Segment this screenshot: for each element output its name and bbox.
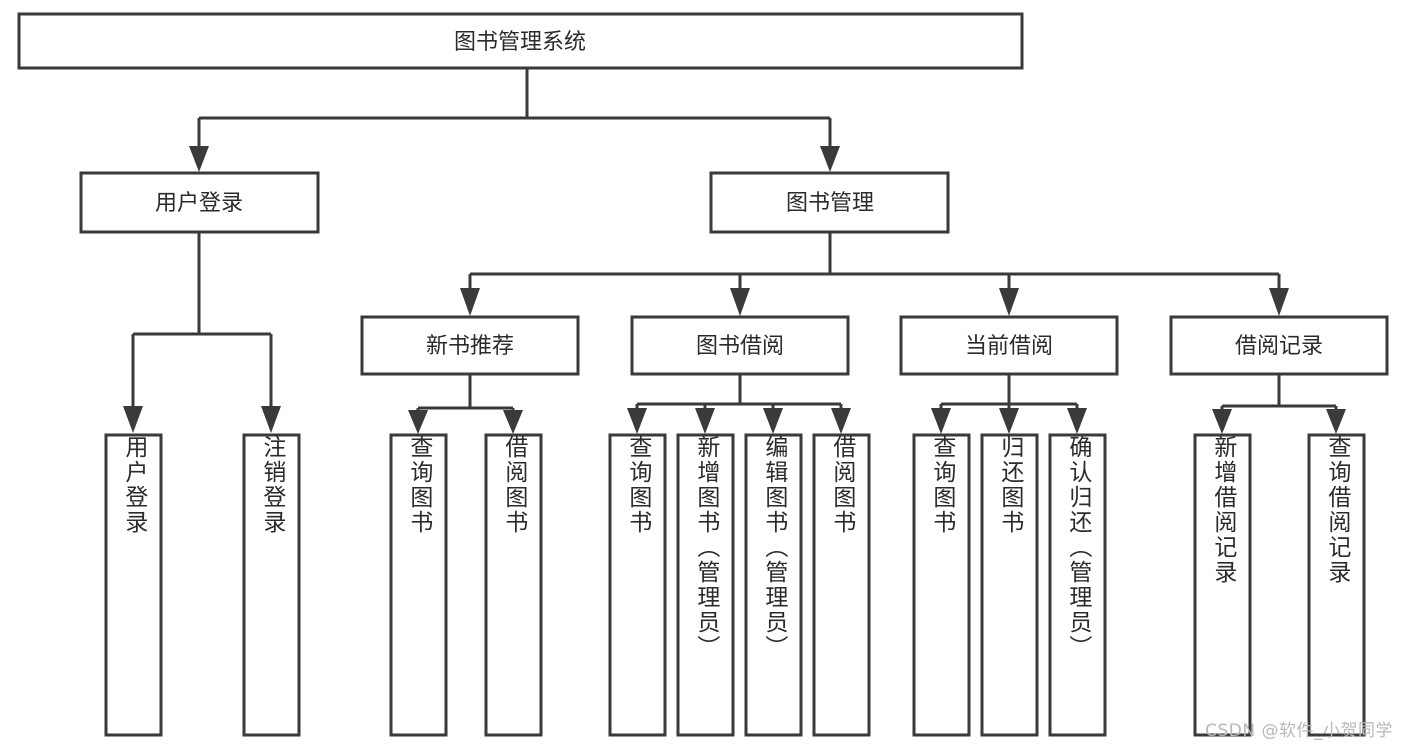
node-book-management-label: 图书管理 bbox=[786, 191, 874, 216]
node-new-book-recommend-box[interactable] bbox=[360, 315, 580, 376]
node-current-borrow-box[interactable] bbox=[899, 315, 1119, 376]
arrow-head-current-borrow bbox=[999, 288, 1019, 316]
arrow-head-borrow-record bbox=[1269, 288, 1289, 316]
leaf-box-borrow-book-nb[interactable] bbox=[484, 433, 543, 737]
node-user-login-label: 用户登录 bbox=[155, 191, 243, 216]
leaf-box-logout[interactable] bbox=[242, 433, 301, 737]
node-book-borrow-box[interactable] bbox=[630, 315, 850, 376]
arrow-head-leaf-add-record bbox=[1212, 409, 1232, 434]
leaf-box-confirm-return[interactable] bbox=[1048, 433, 1107, 737]
leaf-box-add-record[interactable] bbox=[1193, 433, 1252, 737]
leaf-box-borrow-book-bb[interactable] bbox=[812, 433, 871, 737]
arrow-head-new-book-recommend bbox=[460, 288, 480, 316]
leaf-box-edit-book[interactable] bbox=[744, 433, 803, 737]
arrow-head-book-borrow bbox=[730, 288, 750, 316]
arrow-head-leaf-query-record bbox=[1326, 409, 1346, 434]
arrow-head-leaf-logout bbox=[261, 406, 281, 433]
arrow-head-book-mgmt bbox=[820, 146, 840, 172]
arrow-head-leaf-return-book bbox=[999, 408, 1019, 434]
arrow-head-user-login bbox=[189, 146, 209, 172]
leaf-box-add-book[interactable] bbox=[676, 433, 735, 737]
node-borrow-record-box[interactable] bbox=[1169, 315, 1389, 376]
arrow-head-leaf-query-book-nb bbox=[408, 410, 428, 434]
leaf-box-query-record[interactable] bbox=[1307, 433, 1366, 737]
leaf-box-user-login[interactable] bbox=[104, 433, 163, 737]
node-root-label: 图书管理系统 bbox=[454, 30, 586, 55]
node-book-borrow-label: 图书借阅 bbox=[696, 334, 784, 359]
leaf-box-query-book-bb[interactable] bbox=[608, 433, 667, 737]
node-borrow-record-label: 借阅记录 bbox=[1235, 334, 1323, 359]
arrow-head-leaf-query-book-bb bbox=[627, 408, 647, 434]
node-book-management-box[interactable] bbox=[709, 171, 950, 234]
leaf-box-query-book-cb[interactable] bbox=[912, 433, 971, 737]
arrow-head-leaf-confirm-return bbox=[1067, 408, 1087, 434]
arrow-head-leaf-edit-book bbox=[763, 408, 783, 434]
arrow-head-leaf-borrow-book-nb bbox=[503, 410, 523, 434]
node-new-book-recommend-label: 新书推荐 bbox=[426, 334, 514, 359]
watermark-text: CSDN @软件_小贺同学 bbox=[1205, 721, 1393, 741]
leaf-box-query-book-nb[interactable] bbox=[389, 433, 448, 737]
node-current-borrow-label: 当前借阅 bbox=[965, 334, 1053, 359]
arrow-head-leaf-query-book-cb bbox=[931, 408, 951, 434]
arrow-head-leaf-add-book bbox=[695, 408, 715, 434]
arrow-head-leaf-user-login bbox=[123, 406, 143, 433]
leaf-box-return-book[interactable] bbox=[980, 433, 1039, 737]
arrow-head-leaf-borrow-book-bb bbox=[831, 408, 851, 434]
node-root-box[interactable] bbox=[17, 12, 1024, 70]
